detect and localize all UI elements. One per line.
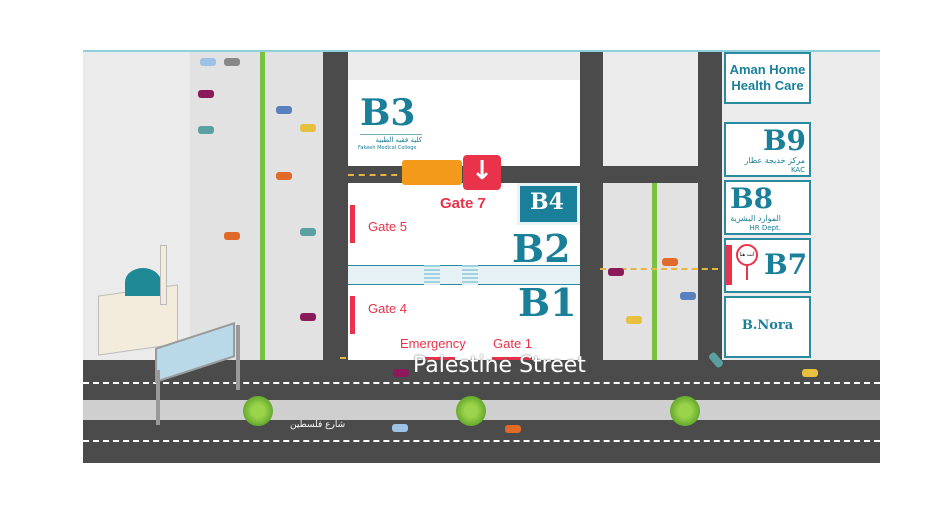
you-are-here-tag <box>726 245 732 285</box>
arrow-down-icon: ↓ <box>463 155 501 190</box>
emergency-label[interactable]: Emergency <box>400 336 466 351</box>
b9-english: KAC <box>790 166 805 174</box>
b9-label: B9 <box>762 124 806 157</box>
building-b3[interactable]: B3 كلية فقيه الطبية Fakeeh Medical Colle… <box>348 80 580 166</box>
b8-arabic: الموارد البشرية <box>730 214 781 223</box>
car-icon <box>300 228 316 236</box>
emergency-marker <box>425 357 455 360</box>
tree-icon <box>243 396 273 426</box>
car-icon <box>276 172 292 180</box>
b4-label: B4 <box>530 189 564 215</box>
gate5-marker <box>350 205 355 243</box>
car-icon <box>224 232 240 240</box>
building-b4[interactable]: B4 <box>517 183 580 225</box>
road-vertical-3 <box>698 52 722 362</box>
sign-pole <box>156 370 160 425</box>
gate4-marker <box>350 296 355 334</box>
parking-lot-left <box>190 52 323 360</box>
b3-english: Fakeeh Medical College <box>358 145 417 151</box>
gate1-label[interactable]: Gate 1 <box>493 336 533 351</box>
car-icon <box>276 106 292 114</box>
route-arrow-path <box>600 268 718 270</box>
gate5-label[interactable]: Gate 5 <box>368 219 408 234</box>
car-icon <box>680 292 696 300</box>
you-are-here-pin-icon: أنت هنا <box>736 244 758 266</box>
b2-label[interactable]: B2 <box>512 226 571 271</box>
road-connector <box>603 166 698 183</box>
b8-label: B8 <box>730 182 774 215</box>
building-b-nora[interactable]: B.Nora <box>724 296 811 358</box>
car-icon <box>626 316 642 324</box>
car-icon <box>802 369 818 377</box>
route-arrow-path <box>348 174 408 176</box>
green-strip <box>260 52 265 360</box>
car-icon <box>662 258 678 266</box>
gate7-label[interactable]: Gate 7 <box>440 195 486 212</box>
lane-marking <box>83 382 880 384</box>
building-aman-home-health-care[interactable]: Aman Home Health Care <box>724 52 811 104</box>
green-strip <box>652 183 657 360</box>
minaret <box>160 245 167 305</box>
palestine-street-label: Palestine Street <box>413 353 586 378</box>
building-b8[interactable]: B8 الموارد البشرية HR Dept. <box>724 180 811 235</box>
gate1-marker <box>492 357 532 360</box>
building-b7[interactable]: أنت هنا B7 <box>724 238 811 293</box>
mosque-dome <box>125 268 161 296</box>
car-icon <box>392 424 408 432</box>
car-icon <box>608 268 624 276</box>
b3-label: B3 <box>360 92 416 134</box>
b9-arabic: مركز خديجة عطار <box>744 156 805 165</box>
car-icon <box>198 90 214 98</box>
tree-icon <box>670 396 700 426</box>
car-icon <box>300 313 316 321</box>
gate4-label[interactable]: Gate 4 <box>368 301 408 316</box>
building-b9[interactable]: B9 مركز خديجة عطار KAC <box>724 122 811 177</box>
pin-stem <box>746 266 748 280</box>
tree-icon <box>456 396 486 426</box>
b8-english: HR Dept. <box>749 224 781 232</box>
sign-pole <box>236 325 240 390</box>
car-icon <box>393 369 409 377</box>
car-icon <box>224 58 240 66</box>
stairs-icon <box>462 265 478 285</box>
road-vertical-2 <box>580 52 603 362</box>
bus-icon <box>402 160 462 185</box>
palestine-street-arabic-label: شارع فلسطين <box>290 420 346 430</box>
road-vertical-1 <box>323 52 348 362</box>
car-icon <box>200 58 216 66</box>
car-icon <box>505 425 521 433</box>
car-icon <box>198 126 214 134</box>
b1-label[interactable]: B1 <box>518 280 577 325</box>
b7-label: B7 <box>764 248 808 281</box>
car-icon <box>300 124 316 132</box>
stairs-icon <box>424 265 440 285</box>
b3-arabic: كلية فقيه الطبية <box>375 136 422 144</box>
lane-marking <box>83 440 880 442</box>
